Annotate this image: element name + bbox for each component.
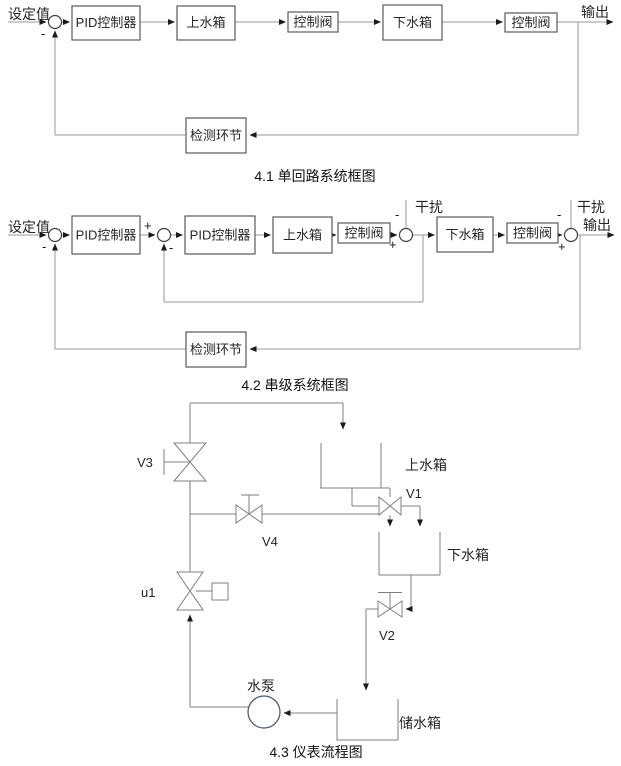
figure1-signal-lines [8, 19, 614, 138]
sum-junction-2-icon [156, 227, 172, 243]
block-pid-controller-2-label: PID控制器 [190, 228, 251, 243]
valve-v3-label: V3 [137, 455, 153, 470]
block-pid-controller-label: PID控制器 [76, 15, 137, 30]
figure3-pipes [187, 402, 423, 716]
valve-v1-label: V1 [406, 486, 422, 501]
block-control-valve-1-label: 控制阀 [344, 226, 383, 241]
sum-junction-3-icon [398, 227, 414, 243]
setpoint-label: 设定值 [8, 219, 50, 235]
valve-v2-label: V2 [379, 628, 395, 643]
block-lower-tank [382, 4, 443, 41]
figure3-caption: 4.3 仪表流程图 [269, 744, 362, 760]
block-upper-tank-label: 上水箱 [283, 228, 322, 243]
block-sensor-label: 检测环节 [190, 128, 242, 143]
figure1-caption: 4.1 单回路系统框图 [254, 168, 375, 184]
upper-tank-icon [320, 443, 390, 489]
valve-v3-icon [163, 442, 208, 482]
block-lower-tank [436, 216, 494, 253]
valve-v4-label: V4 [262, 534, 278, 549]
sum-junction-icon [47, 14, 63, 30]
valve-v1-icon [378, 495, 402, 517]
output-label: 输出 [581, 4, 609, 20]
minus-sign-4: - [557, 207, 561, 222]
valve-u1-icon [176, 571, 229, 611]
block-control-valve-1-label: 控制阀 [293, 15, 332, 30]
block-control-valve-2-label: 控制阀 [513, 226, 552, 241]
block-pid-controller-1-label: PID控制器 [76, 228, 137, 243]
valve-v4-icon [235, 494, 263, 524]
plus-sign-4: + [558, 239, 566, 254]
minus-sign-1: - [42, 239, 46, 254]
storage-tank-icon [336, 699, 399, 741]
disturbance-2-label: 干扰 [577, 199, 605, 215]
storage-tank-label: 储水箱 [399, 715, 441, 731]
pump-label: 水泵 [247, 678, 275, 694]
plus-sign-2: + [144, 218, 152, 233]
valve-v2-icon [377, 592, 403, 618]
block-control-valve-2 [506, 222, 559, 244]
pump-icon [247, 695, 281, 729]
block-upper-tank [176, 5, 236, 41]
block-control-valve-2-label: 控制阀 [511, 15, 550, 30]
lower-tank-icon [378, 532, 441, 576]
block-sensor [185, 331, 247, 368]
block-sensor [185, 117, 247, 154]
block-upper-tank-label: 上水箱 [186, 15, 225, 30]
sum-junction-4-icon [563, 227, 579, 243]
minus-sign-2: - [169, 240, 173, 255]
upper-tank-label: 上水箱 [405, 457, 447, 473]
block-control-valve-1 [287, 11, 339, 33]
plus-sign-3: + [389, 237, 397, 252]
block-pid-controller-1 [71, 215, 141, 255]
lower-tank-label: 下水箱 [447, 547, 489, 563]
disturbance-1-label: 干扰 [415, 199, 443, 215]
figure3-flow-diagram: V3 V4 u1 上水箱 V1 下水箱 [137, 402, 489, 760]
setpoint-label: 设定值 [8, 6, 50, 22]
output-label: 输出 [583, 217, 611, 233]
figure2-caption: 4.2 串级系统框图 [241, 377, 348, 393]
minus-sign-3: - [395, 207, 399, 222]
block-control-valve-2 [504, 12, 558, 33]
block-pid-controller [71, 5, 141, 41]
figure2-cascade-diagram: 设定值 - PID控制器 + - PID控制器 上水箱 控制阀 - + 干扰 下… [8, 199, 615, 393]
valve-u1-label: u1 [141, 585, 155, 600]
block-upper-tank [272, 216, 333, 254]
block-lower-tank-label: 下水箱 [445, 227, 484, 242]
block-control-valve-1 [337, 222, 391, 244]
figure2-signal-lines [8, 200, 615, 352]
minus-sign: - [41, 26, 45, 41]
block-lower-tank-label: 下水箱 [393, 15, 432, 30]
block-sensor-label: 检测环节 [190, 342, 242, 357]
block-pid-controller-2 [184, 215, 256, 255]
sum-junction-1-icon [47, 227, 63, 243]
figure1-single-loop-diagram: 设定值 - PID控制器 上水箱 控制阀 下水箱 控制阀 输出 检测环节 4.1… [8, 4, 614, 184]
